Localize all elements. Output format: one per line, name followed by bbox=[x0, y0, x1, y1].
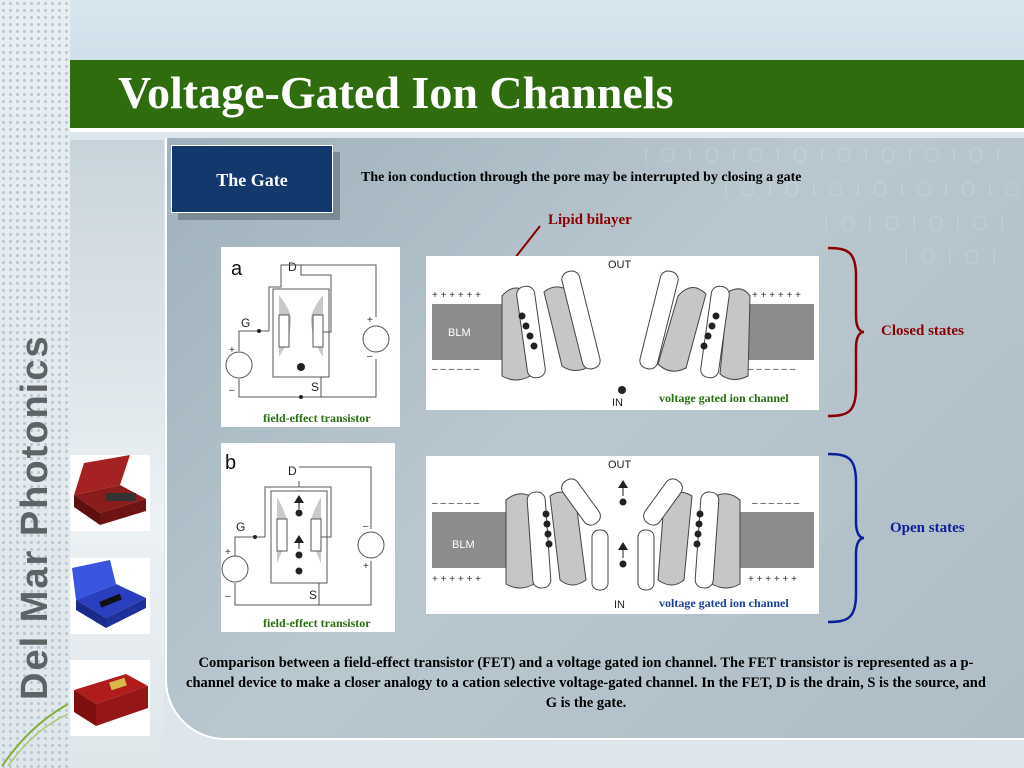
fet-a-caption: field-effect transistor bbox=[263, 411, 371, 425]
channel-b-out-label: OUT bbox=[608, 459, 632, 471]
ion-channel-open-diagram: BLM OUT IN – – – – – – – – – – – – + + +… bbox=[426, 456, 819, 614]
binary-watermark bbox=[606, 138, 1024, 318]
title-underline bbox=[70, 128, 1024, 132]
svg-text:–: – bbox=[363, 521, 369, 532]
product-photo-blue-enclosure bbox=[70, 558, 150, 634]
channel-a-in-label: IN bbox=[612, 397, 623, 409]
fet-diagram-b: b D G S – + + – bbox=[221, 443, 395, 632]
top-band bbox=[70, 0, 1024, 60]
channel-a-top-charges-left: + + + + + + bbox=[432, 290, 481, 301]
brand-swoosh-icon bbox=[1, 703, 69, 767]
channel-b-top-charges-left: – – – – – – bbox=[432, 498, 480, 509]
lipid-bilayer-label: Lipid bilayer bbox=[548, 212, 632, 228]
fet-a-letter: a bbox=[231, 258, 243, 280]
channel-b-bottom-charges-left: + + + + + + bbox=[432, 574, 481, 585]
channel-b-in-label: IN bbox=[614, 599, 625, 611]
intro-text: The ion conduction through the pore may … bbox=[361, 170, 802, 185]
fet-a-source-label: S bbox=[311, 380, 319, 394]
fet-a-drain-label: D bbox=[288, 260, 297, 274]
title-bar bbox=[70, 60, 1024, 128]
svg-text:+: + bbox=[363, 561, 369, 572]
product-photo-red-enclosure bbox=[70, 455, 150, 531]
svg-text:+: + bbox=[367, 315, 373, 326]
ion-channel-closed-diagram: BLM OUT IN + + + + + + + + + + + + – – –… bbox=[426, 256, 819, 410]
open-states-label: Open states bbox=[890, 520, 965, 536]
fet-b-caption: field-effect transistor bbox=[263, 616, 371, 630]
svg-text:+: + bbox=[229, 345, 235, 356]
brand-logo-text: Del Mar Photonics bbox=[14, 334, 56, 701]
gate-label-text: The Gate bbox=[216, 170, 288, 190]
fet-b-drain-label: D bbox=[288, 464, 297, 478]
svg-text:–: – bbox=[367, 351, 373, 362]
fet-b-letter: b bbox=[225, 452, 236, 474]
slide-caption: Comparison between a field-effect transi… bbox=[186, 655, 986, 711]
channel-b-bottom-charges-right: + + + + + + bbox=[748, 574, 797, 585]
channel-b-top-charges-right: – – – – – – bbox=[752, 498, 800, 509]
product-photo-laser-head bbox=[70, 660, 150, 736]
decorative-dot-strip bbox=[0, 0, 70, 768]
channel-b-blm-label: BLM bbox=[452, 539, 475, 551]
fet-b-source-label: S bbox=[309, 588, 317, 602]
channel-b-caption: voltage gated ion channel bbox=[659, 596, 789, 610]
svg-text:+: + bbox=[225, 547, 231, 558]
channel-a-out-label: OUT bbox=[608, 259, 632, 271]
channel-a-blm-label: BLM bbox=[448, 327, 471, 339]
fet-b-gate-label: G bbox=[236, 520, 245, 534]
channel-a-bottom-charges-right: – – – – – – bbox=[748, 364, 796, 375]
svg-text:–: – bbox=[229, 385, 235, 396]
fet-a-gate-label: G bbox=[241, 316, 250, 330]
channel-a-caption: voltage gated ion channel bbox=[659, 391, 789, 405]
svg-text:–: – bbox=[225, 591, 231, 602]
channel-a-top-charges-right: + + + + + + bbox=[752, 290, 801, 301]
closed-states-label: Closed states bbox=[881, 323, 964, 339]
gate-label-box bbox=[171, 145, 333, 213]
channel-a-bottom-charges-left: – – – – – – bbox=[432, 364, 480, 375]
open-states-brace-icon bbox=[827, 452, 865, 624]
closed-states-brace-icon bbox=[827, 246, 865, 418]
content-panel bbox=[165, 138, 1024, 740]
slide-title: Voltage-Gated Ion Channels bbox=[118, 67, 674, 118]
fet-diagram-a: a D G S + – + – bbox=[221, 247, 400, 427]
